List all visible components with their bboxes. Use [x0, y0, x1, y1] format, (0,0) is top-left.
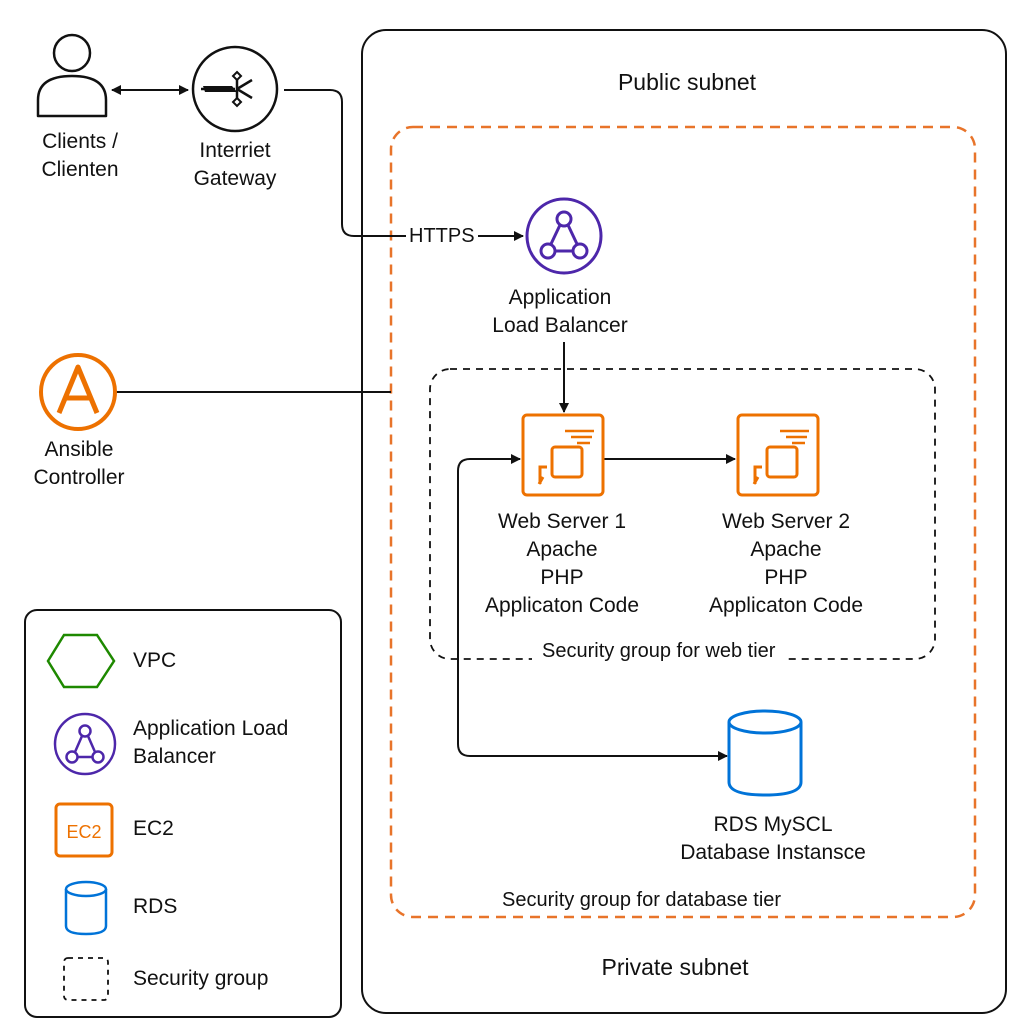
- web-security-group-label: Security group for web tier: [532, 637, 786, 665]
- rds-label-line1: RDS MySCL: [713, 813, 833, 836]
- internet-gateway-icon: [191, 45, 279, 133]
- ec2-icon-web-server-2: [736, 413, 820, 497]
- legend-load-balancer-icon: [53, 712, 117, 776]
- web-server-2-stack-line2: PHP: [764, 566, 808, 589]
- legend-alb-label-line2: Balancer: [133, 745, 216, 768]
- legend-ec2-glyph: EC2: [66, 822, 101, 842]
- database-security-group-label: Security group for database tier: [494, 886, 790, 914]
- rds-label: RDS MySCL Database Instansce: [653, 811, 893, 867]
- alb-label-line2: Load Balancer: [492, 314, 628, 337]
- gateway-label-line1: Interriet: [199, 139, 271, 162]
- web-server-1-stack-line1: Apache: [526, 538, 598, 561]
- legend-ec2-icon: [54, 802, 114, 858]
- rds-label-line2: Database Instansce: [680, 841, 866, 864]
- gateway-label-line2: Gateway: [193, 167, 277, 190]
- web-server-2-stack-line1: Apache: [750, 538, 822, 561]
- web-server-1-label: Web Server 1 Apache PHP Applicaton Code: [462, 508, 662, 620]
- web-server-1-stack-line3: Applicaton Code: [484, 594, 640, 617]
- user-icon: [36, 33, 108, 118]
- legend-database-icon: [64, 880, 108, 936]
- clients-label-line2: Clienten: [41, 158, 119, 181]
- ansible-label-line2: Controller: [33, 466, 125, 489]
- gateway-to-alb-connector: [284, 89, 524, 241]
- ansible-label: Ansible Controller: [14, 436, 144, 492]
- database-security-group-box: [389, 125, 977, 919]
- web-server-2-label: Web Server 2 Apache PHP Applicaton Code: [686, 508, 886, 620]
- legend-ec2-label: EC2: [133, 817, 174, 840]
- legend-rds-label: RDS: [133, 895, 178, 918]
- legend-vpc-label: VPC: [133, 649, 177, 672]
- public-subnet-label: Public subnet: [617, 69, 757, 95]
- web-server-1-stack-line2: PHP: [540, 566, 584, 589]
- web1-rds-connector: [457, 454, 728, 761]
- clients-label: Clients / Clienten: [20, 128, 140, 184]
- legend-dashed-square-icon: [63, 957, 109, 1001]
- gateway-label: Interriet Gateway: [170, 137, 300, 193]
- legend-alb-label: Application Load Balancer: [133, 715, 288, 771]
- legend-box: [24, 609, 342, 1018]
- legend-alb-label-line1: Application Load: [133, 717, 289, 740]
- web-server-1-name: Web Server 1: [498, 510, 626, 533]
- legend-hexagon-icon: [46, 633, 116, 689]
- subnet-container: [361, 29, 1007, 1014]
- web-server-2-name: Web Server 2: [722, 510, 850, 533]
- database-icon: [727, 709, 803, 797]
- private-subnet-label: Private subnet: [601, 954, 749, 980]
- alb-label-line1: Application: [508, 286, 612, 309]
- ansible-icon: [39, 353, 117, 431]
- legend-security-group-label: Security group: [133, 967, 269, 990]
- alb-label: Application Load Balancer: [460, 284, 660, 340]
- load-balancer-icon: [525, 197, 603, 275]
- https-label: HTTPS: [406, 222, 478, 250]
- ansible-label-line1: Ansible: [44, 438, 114, 461]
- ec2-icon-web-server-1: [521, 413, 605, 497]
- clients-label-line1: Clients /: [42, 130, 118, 153]
- web-server-2-stack-line3: Applicaton Code: [708, 594, 864, 617]
